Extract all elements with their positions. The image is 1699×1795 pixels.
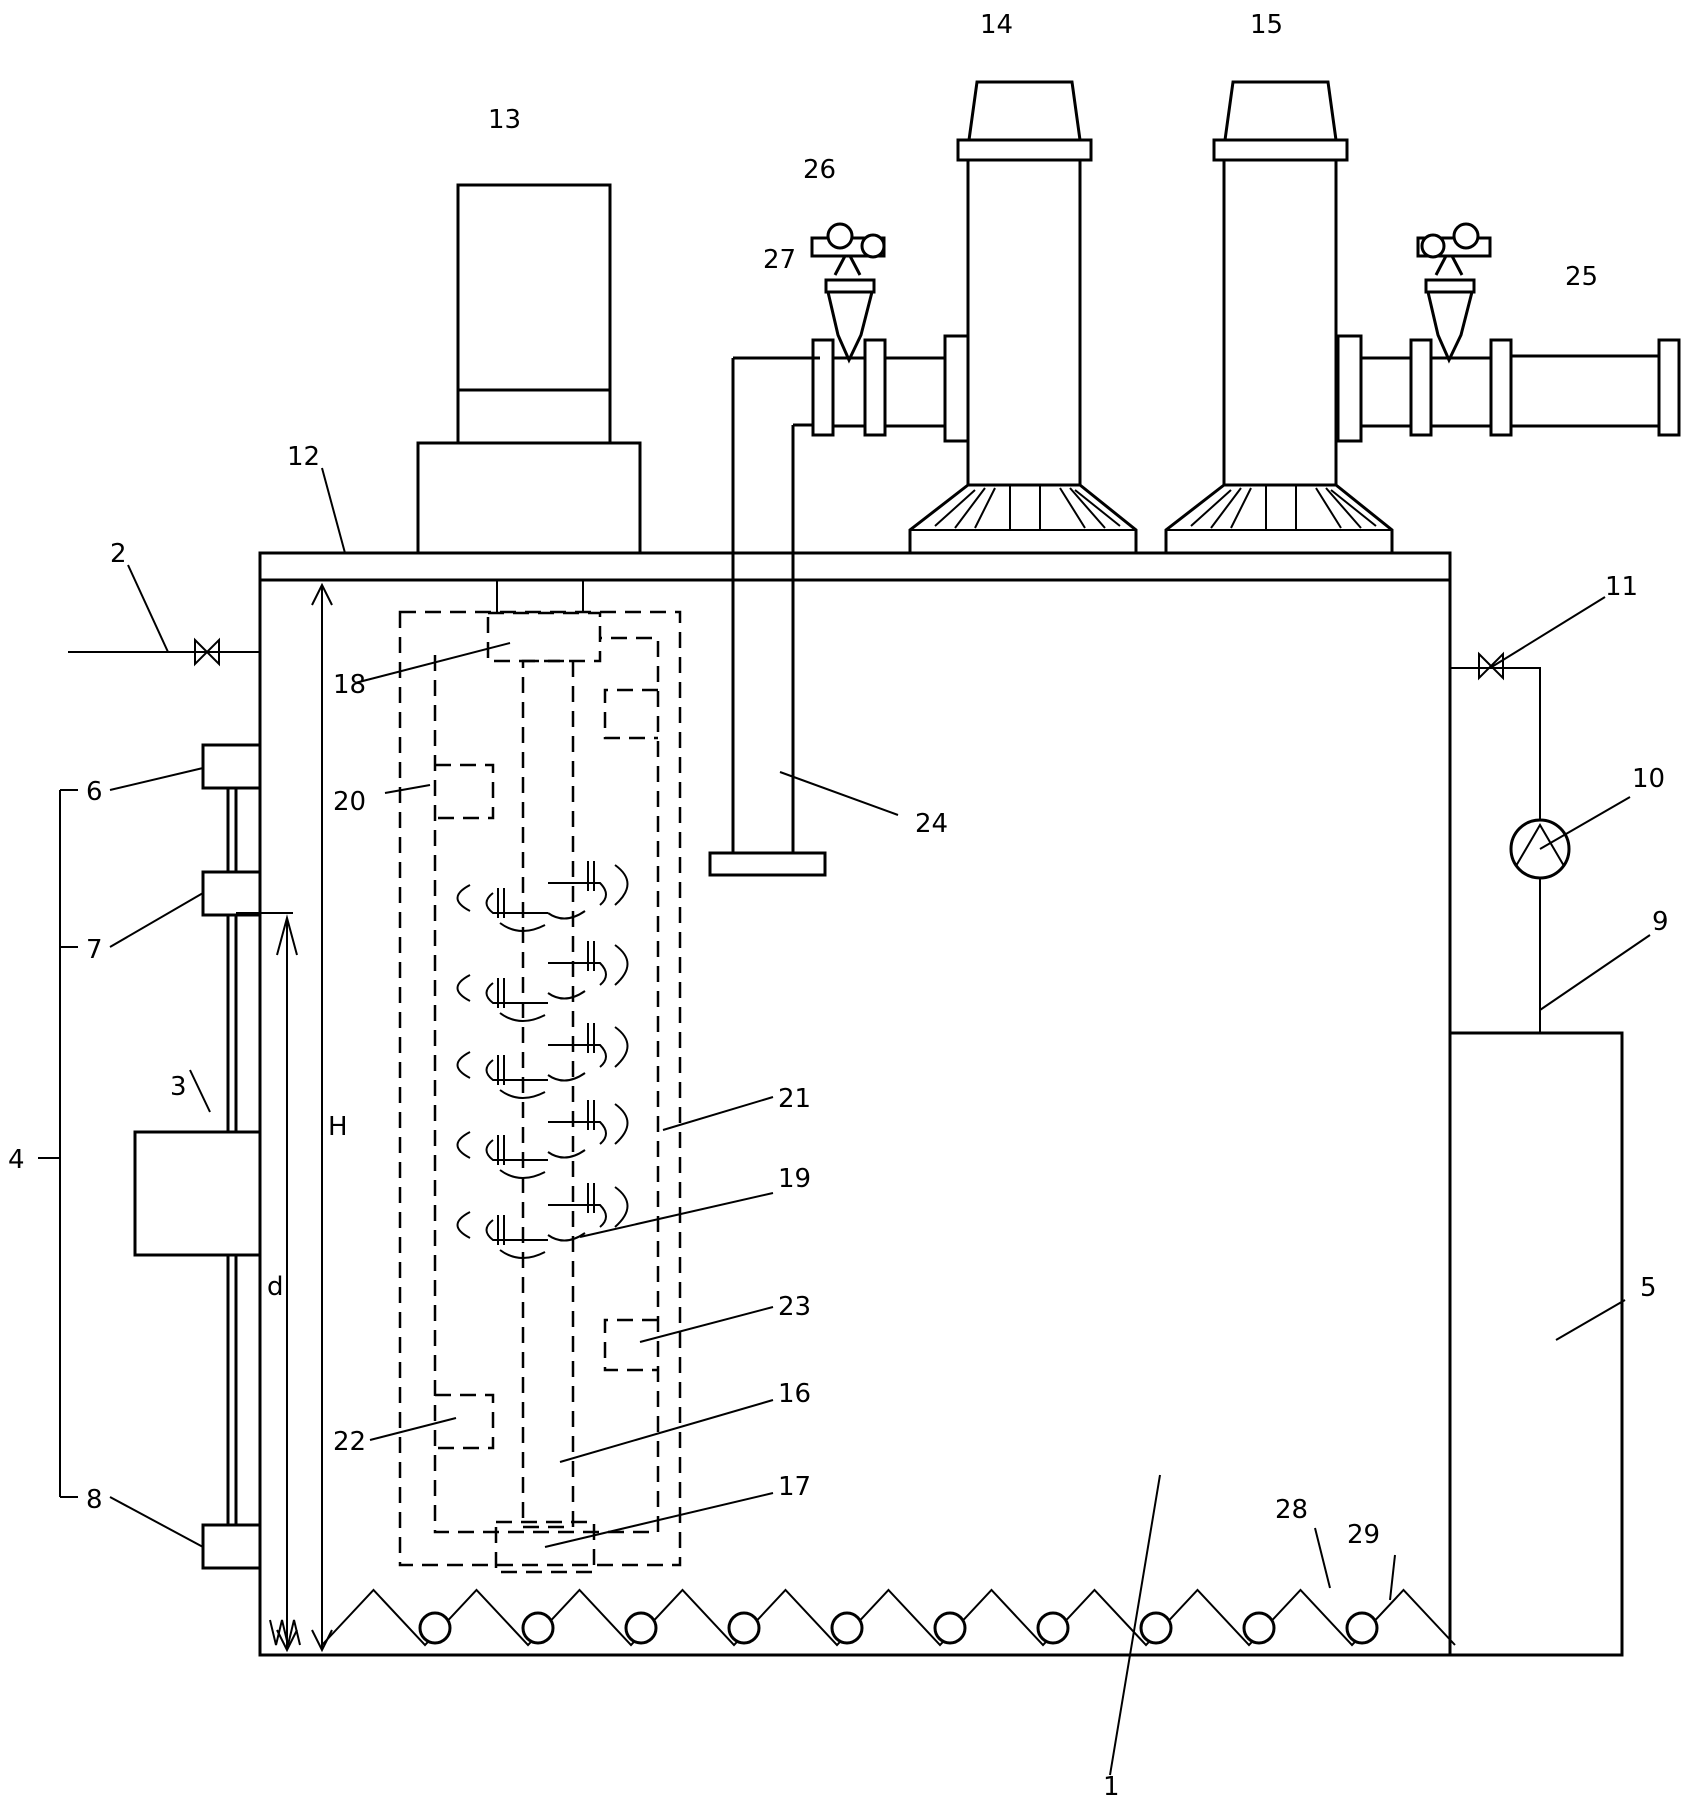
outlet-pipe [708, 356, 827, 877]
sensor-7 [201, 870, 262, 917]
label-7: 7 [86, 935, 103, 965]
baffle-23 [603, 1318, 658, 1372]
diffuser-ball [418, 1611, 452, 1645]
label-1: 1 [1103, 1772, 1120, 1795]
impeller-blade [547, 1023, 629, 1082]
label-depth: d [267, 1272, 284, 1302]
central-shaft [521, 659, 575, 1529]
label-15: 15 [1250, 10, 1283, 40]
impeller-blades [456, 861, 629, 1259]
label-16: 16 [778, 1379, 811, 1409]
sensor-8 [201, 1523, 262, 1570]
sensor-6 [201, 743, 262, 790]
label-2: 2 [110, 539, 127, 569]
label-26: 26 [803, 155, 836, 185]
label-13: 13 [488, 105, 521, 135]
stirrer-drive-shaft [486, 580, 602, 663]
label-14: 14 [980, 10, 1013, 40]
top-pipe-left [811, 334, 970, 443]
diffuser-ball [521, 1611, 555, 1645]
diffuser-ball [1036, 1611, 1070, 1645]
controller-box [133, 1130, 262, 1257]
impeller-blade [456, 1131, 548, 1179]
label-4: 4 [8, 1145, 25, 1175]
label-28: 28 [1275, 1495, 1308, 1525]
label-12: 12 [287, 442, 320, 472]
label-8: 8 [86, 1485, 103, 1515]
label-27: 27 [763, 245, 796, 275]
label-22: 22 [333, 1427, 366, 1457]
label-5: 5 [1640, 1273, 1657, 1303]
label-9: 9 [1652, 907, 1669, 937]
leader-lines [109, 467, 1651, 1776]
impeller-blade [547, 1183, 629, 1242]
impeller-blade [547, 941, 629, 1000]
label-17: 17 [778, 1472, 811, 1502]
label-29: 29 [1347, 1520, 1380, 1550]
impeller-blade [547, 1100, 629, 1159]
diffuser-ball [1242, 1611, 1276, 1645]
main-tank [258, 578, 1452, 1657]
label-21: 21 [778, 1084, 811, 1114]
valve-26-right [1416, 222, 1492, 364]
baffle-22 [435, 1393, 495, 1450]
label-3: 3 [170, 1072, 187, 1102]
diffuser-ball [830, 1611, 864, 1645]
diffuser-ball [727, 1611, 761, 1645]
column-15 [1164, 80, 1394, 555]
label-height: H [328, 1112, 348, 1142]
diffuser-ball [1345, 1611, 1379, 1645]
diffuser-ball [933, 1611, 967, 1645]
baffle-20 [435, 763, 495, 820]
label-19: 19 [778, 1164, 811, 1194]
baffle-upper-right [603, 688, 658, 740]
label-6: 6 [86, 777, 103, 807]
label-20: 20 [333, 787, 366, 817]
impeller-blade [456, 1051, 548, 1099]
impeller-blade [456, 974, 548, 1022]
auxiliary-tank [1448, 1031, 1624, 1657]
top-cover-plate [258, 551, 1452, 582]
valve-26-left [810, 222, 886, 364]
motor [416, 183, 642, 555]
impeller-blade [456, 1211, 548, 1259]
sensor-bracket [38, 789, 78, 1498]
top-pipe-right [1336, 334, 1681, 443]
zigzag-left-end [269, 1619, 301, 1646]
label-11: 11 [1605, 572, 1638, 602]
column-14 [908, 80, 1138, 555]
label-24: 24 [915, 809, 948, 839]
depth-dimension [236, 912, 298, 1653]
impeller-blade [456, 884, 548, 932]
label-23: 23 [778, 1292, 811, 1322]
impeller-blade [547, 861, 629, 920]
zigzag-line [321, 1588, 1456, 1647]
label-10: 10 [1632, 764, 1665, 794]
recirculation-pipe [1450, 651, 1541, 1033]
inlet-pipe [68, 637, 260, 667]
labels: 1 2 3 4 5 6 7 8 9 10 11 12 13 14 15 16 1… [8, 10, 1669, 1795]
label-18: 18 [333, 670, 366, 700]
diffuser-balls [418, 1611, 1379, 1645]
label-25: 25 [1565, 262, 1598, 292]
diffuser-ball [624, 1611, 658, 1645]
diffuser-ball [1139, 1611, 1173, 1645]
